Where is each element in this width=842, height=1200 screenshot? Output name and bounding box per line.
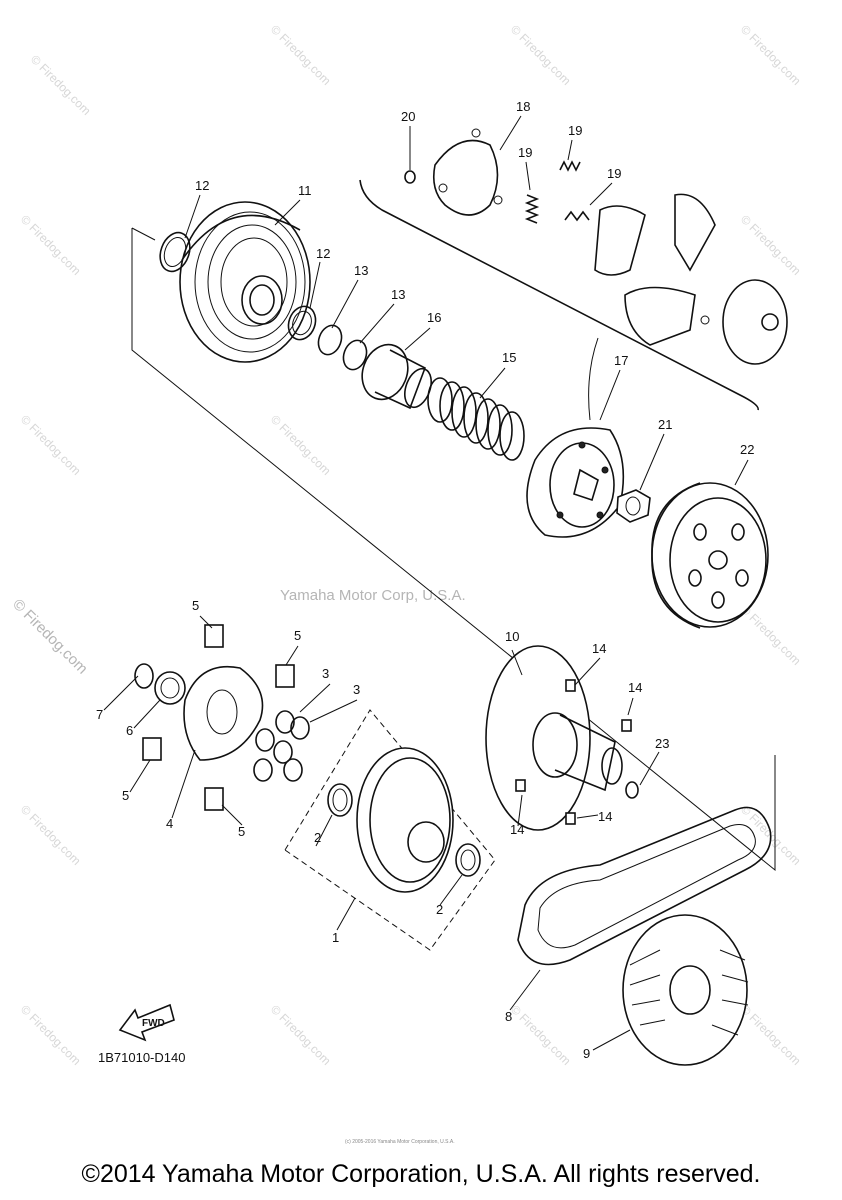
callout-1: 1 [332, 930, 339, 945]
primary-fixed-sheave [327, 747, 481, 893]
callout-11: 11 [298, 183, 312, 198]
callout-20: 20 [401, 109, 415, 124]
forward-arrow: FWD [118, 1003, 175, 1042]
callout-7: 7 [96, 707, 103, 722]
watermark-text: © Firedog.com [9, 596, 91, 678]
callout-19: 19 [607, 166, 621, 181]
nut-hole [625, 496, 641, 516]
callout-14: 14 [510, 822, 524, 837]
watermark-center-text: Yamaha Motor Corp, U.S.A. [280, 587, 466, 604]
diagram-code: 1B71010-D140 [98, 1050, 185, 1065]
callout-5: 5 [192, 598, 199, 613]
callout-14: 14 [598, 809, 612, 824]
callout-12: 12 [195, 178, 209, 193]
callout-3: 3 [322, 666, 329, 681]
callout-2: 2 [436, 902, 443, 917]
callout-4: 4 [166, 816, 173, 831]
callout-16: 16 [427, 310, 441, 325]
watermark-text: © Firedog.com [268, 1002, 334, 1068]
fan-sheave-part [622, 914, 749, 1066]
callout-2: 2 [314, 830, 321, 845]
callout-10: 10 [505, 629, 519, 644]
secondary-sheave-part [485, 645, 639, 831]
watermark-text: © Firedog.com [28, 52, 94, 118]
callout-13: 13 [391, 287, 405, 302]
footer-copyright: ©2014 Yamaha Motor Corporation, U.S.A. A… [81, 1160, 761, 1188]
watermark-text: © Firedog.com [738, 22, 804, 88]
assembly-outlines [131, 179, 776, 951]
clutch-housing-part [651, 482, 769, 629]
watermark-text: © Firedog.com [18, 212, 84, 278]
clutch-shoe-detail [404, 128, 788, 365]
primary-sheave-parts [134, 624, 310, 811]
o-rings-group [159, 231, 368, 371]
callout-17: 17 [614, 353, 628, 368]
clutch-carrier-part [179, 201, 311, 363]
callout-13: 13 [354, 263, 368, 278]
watermark-text: © Firedog.com [508, 22, 574, 88]
callout-5: 5 [238, 824, 245, 839]
callout-23: 23 [655, 736, 669, 751]
callout-12: 12 [316, 246, 330, 261]
compression-spring-part [427, 377, 525, 461]
callout-5: 5 [294, 628, 301, 643]
callout-19: 19 [518, 145, 532, 160]
callout-8: 8 [505, 1009, 512, 1024]
callout-14: 14 [592, 641, 606, 656]
callout-19: 19 [568, 123, 582, 138]
callout-9: 9 [583, 1046, 590, 1061]
callout-labels: 1 2 2 3 3 4 5 5 5 5 6 7 8 9 10 11 12 12 … [96, 99, 754, 1061]
watermark-text: © Firedog.com [508, 1002, 574, 1068]
clutch-assembly-part [526, 427, 625, 538]
callout-5: 5 [122, 788, 129, 803]
callout-6: 6 [126, 723, 133, 738]
callout-22: 22 [740, 442, 754, 457]
callout-21: 21 [658, 417, 672, 432]
watermark-text: © Firedog.com [738, 1002, 804, 1068]
watermark-text: © Firedog.com [18, 802, 84, 868]
watermark-text: © Firedog.com [738, 602, 804, 668]
callout-3: 3 [353, 682, 360, 697]
callout-18: 18 [516, 99, 530, 114]
watermark-text: © Firedog.com [18, 1002, 84, 1068]
v-belt-part [517, 806, 772, 966]
watermark-text: © Firedog.com [268, 22, 334, 88]
fwd-label: FWD [142, 1018, 165, 1029]
nut-part [616, 489, 651, 523]
callout-14: 14 [628, 680, 642, 695]
watermark-text: © Firedog.com [738, 212, 804, 278]
watermark-text: © Firedog.com [18, 412, 84, 478]
callout-15: 15 [502, 350, 516, 365]
tiny-notice: (c) 2005-2016 Yamaha Motor Corporation, … [345, 1139, 455, 1145]
